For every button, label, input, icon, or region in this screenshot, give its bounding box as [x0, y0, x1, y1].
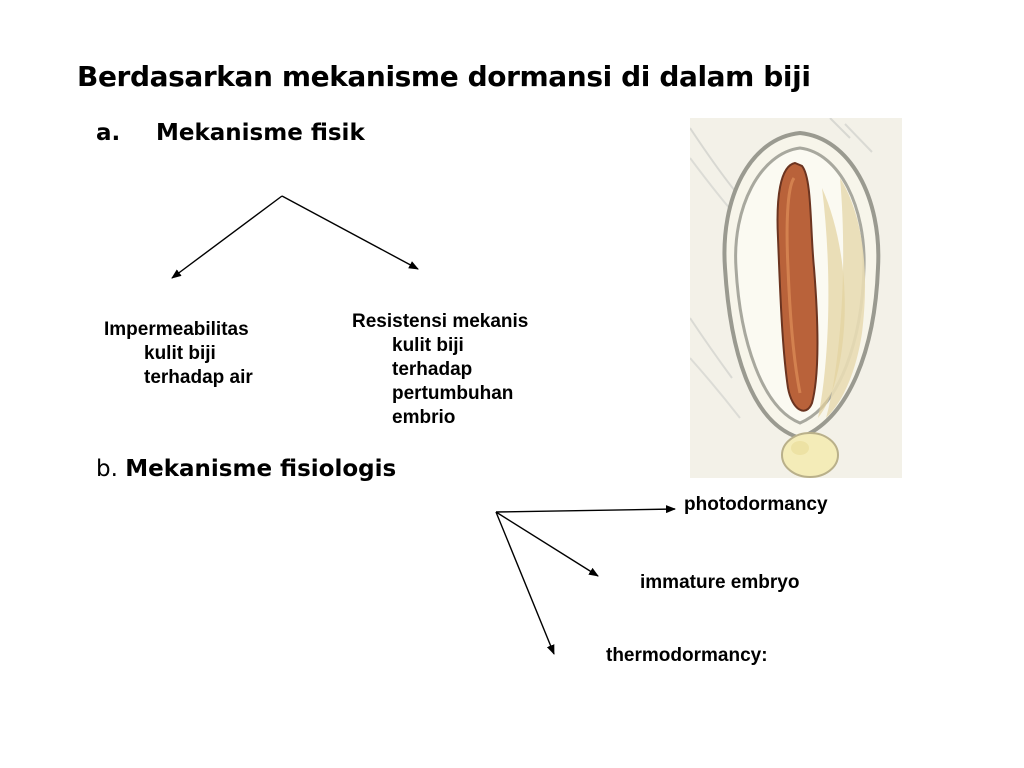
- section-b-heading: b. Mekanisme fisiologis: [96, 456, 396, 482]
- branch-thermodormancy: thermodormancy:: [606, 645, 768, 666]
- branch-impermeabilitas-line-3: terhadap air: [144, 367, 253, 388]
- arrow-to-immature-embryo: [495, 511, 599, 577]
- branch-resistensi-line-5: embrio: [392, 407, 456, 428]
- arrow-to-impermeabilitas: [171, 195, 283, 279]
- branch-impermeabilitas: Impermeabilitas kulit biji terhadap air: [104, 318, 253, 390]
- section-a-heading: a. Mekanisme fisik: [96, 120, 365, 146]
- seed-cross-section-illustration: [690, 118, 902, 478]
- arrow-to-thermodormancy: [495, 511, 555, 655]
- slide-title: Berdasarkan mekanisme dormansi di dalam …: [77, 60, 811, 93]
- section-a-heading-text: Mekanisme fisik: [156, 120, 365, 146]
- branch-resistensi-line-1: Resistensi mekanis: [352, 311, 529, 332]
- arrow-to-resistensi: [281, 195, 419, 270]
- branch-immature-embryo: immature embryo: [640, 572, 800, 593]
- branch-impermeabilitas-line-1: Impermeabilitas: [104, 319, 249, 340]
- section-b-marker: b.: [96, 456, 118, 482]
- branch-impermeabilitas-line-2: kulit biji: [144, 343, 216, 364]
- arrow-to-photodormancy: [495, 505, 676, 514]
- section-b-heading-text: Mekanisme fisiologis: [125, 456, 397, 482]
- branch-resistensi-line-2: kulit biji: [392, 335, 464, 356]
- section-a-marker: a.: [96, 120, 121, 146]
- branch-resistensi: Resistensi mekanis kulit biji terhadap p…: [352, 310, 528, 430]
- branch-resistensi-line-3: terhadap: [392, 359, 473, 380]
- branch-resistensi-line-4: pertumbuhan: [392, 383, 514, 404]
- branch-photodormancy: photodormancy: [684, 494, 828, 515]
